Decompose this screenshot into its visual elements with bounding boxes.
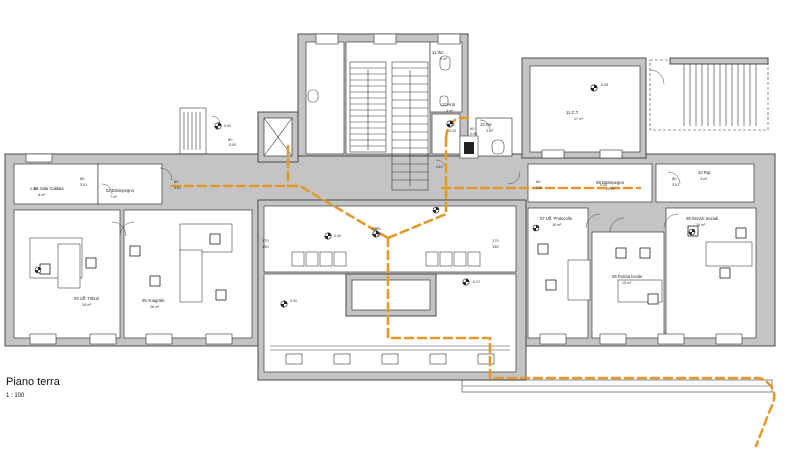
svg-text:-0.08: -0.08 [600, 83, 608, 87]
svg-text:210: 210 [536, 185, 543, 190]
windows [25, 33, 743, 365]
svg-text:80: 80 [536, 179, 541, 184]
svg-text:0.00: 0.00 [290, 299, 297, 303]
plan-title: Piano terra [6, 376, 61, 388]
svg-text:02 Disimpegno: 02 Disimpegno [106, 188, 135, 193]
svg-text:06 Polizia locale: 06 Polizia locale [612, 274, 643, 279]
svg-text:170: 170 [262, 238, 269, 243]
level-marker: -0.03 [446, 120, 456, 133]
svg-text:4 m²: 4 m² [446, 109, 454, 113]
svg-text:05 Anagrafe: 05 Anagrafe [142, 298, 165, 303]
svg-text:07 Uff. Protocollo: 07 Uff. Protocollo [540, 216, 573, 221]
svg-text:150: 150 [492, 244, 499, 249]
level-marker: -0.50 [228, 143, 380, 238]
svg-text:15 m²: 15 m² [696, 223, 706, 227]
svg-text:80: 80 [228, 137, 233, 142]
svg-text:210: 210 [672, 182, 679, 187]
svg-text:0.00: 0.00 [30, 187, 37, 191]
svg-text:8 m²: 8 m² [38, 193, 46, 197]
svg-text:17 m²: 17 m² [574, 117, 584, 121]
svg-text:3 m²: 3 m² [440, 57, 448, 61]
svg-text:4 m²: 4 m² [700, 177, 708, 181]
svg-text:80: 80 [174, 179, 179, 184]
svg-text:15 m²: 15 m² [622, 281, 632, 285]
svg-text:120: 120 [448, 122, 455, 127]
room-label-uff-protocollo: 07 Uff. Protocollo 18 m² [540, 216, 573, 227]
svg-text:Atrio: Atrio [372, 226, 381, 231]
svg-text:3 m²: 3 m² [486, 129, 494, 133]
room-label-servizi-sociali: 09 Servizi Sociali 15 m² [686, 216, 718, 227]
svg-text:170: 170 [492, 238, 499, 243]
svg-text:26 m²: 26 m² [150, 305, 160, 309]
svg-text:210: 210 [174, 185, 181, 190]
svg-text:-0.03: -0.03 [448, 129, 456, 133]
level-markers: 0.00 -0.08 0.00 0.00 -0.07 -0.50 -0.03 0… [30, 83, 696, 308]
level-marker [688, 228, 696, 236]
route-main-axis [386, 236, 776, 448]
svg-text:210: 210 [80, 182, 87, 187]
svg-text:12 Anti: 12 Anti [442, 102, 455, 107]
level-marker: -0.07 [462, 278, 480, 286]
sanitary-fixtures [307, 55, 505, 159]
room-label-anti-top: 12 Anti 4 m² [442, 102, 455, 113]
room-labels: 01 Sala Caldaia 8 m² 02 Disimpegno 7 m² … [34, 50, 718, 309]
level-marker: -0.08 [590, 83, 608, 92]
svg-text:80: 80 [672, 176, 677, 181]
level-marker [432, 206, 440, 214]
room-label-disimpegno-w: 02 Disimpegno 7 m² [106, 188, 135, 199]
svg-text:90 m²: 90 m² [372, 233, 382, 237]
level-marker [34, 266, 42, 274]
room-label-polizia-locale: 06 Polizia locale 15 m² [612, 274, 643, 285]
svg-text:150: 150 [262, 244, 269, 249]
plan-scale: 1 : 100 [6, 393, 25, 399]
svg-text:09 Servizi Sociali: 09 Servizi Sociali [686, 216, 718, 221]
svg-text:18 m²: 18 m² [552, 223, 562, 227]
svg-text:11 Wc: 11 Wc [432, 50, 444, 55]
route-left-corridor [170, 184, 390, 240]
svg-text:11 C.T.: 11 C.T. [566, 110, 579, 115]
svg-text:0.00: 0.00 [470, 132, 477, 136]
svg-text:04 Uff. Tributi: 04 Uff. Tributi [74, 296, 99, 301]
svg-text:0.00: 0.00 [334, 234, 341, 238]
room-label-sala-caldaia: 01 Sala Caldaia 8 m² [34, 186, 64, 197]
route-stair [386, 136, 448, 240]
svg-text:7 m²: 7 m² [110, 195, 118, 199]
main-staircase [349, 61, 429, 191]
svg-text:-0.07: -0.07 [472, 280, 480, 284]
level-marker: 0.00 [214, 122, 231, 130]
svg-text:18 m²: 18 m² [82, 303, 92, 307]
svg-text:0.00: 0.00 [224, 124, 231, 128]
level-marker [532, 224, 540, 232]
room-label-wc-mid: 13 Wc 3 m² [480, 122, 494, 133]
room-label-rip: 10 Rip. 4 m² [698, 170, 711, 181]
svg-text:15 m²: 15 m² [606, 187, 616, 191]
level-marker: 0.00 [280, 299, 297, 308]
svg-text:80: 80 [80, 176, 85, 181]
svg-text:0.00: 0.00 [600, 183, 607, 187]
atrio-furniture [270, 251, 510, 351]
svg-text:60: 60 [470, 126, 475, 131]
svg-text:10 Rip.: 10 Rip. [698, 170, 711, 175]
room-label-anagrafe: 05 Anagrafe 26 m² [142, 298, 165, 309]
svg-text:210: 210 [436, 164, 443, 169]
room-label-c-t: 11 C.T. 17 m² [566, 110, 584, 121]
level-marker: 0.00 [324, 232, 341, 240]
room-label-wc-top: 11 Wc 3 m² [432, 50, 448, 61]
svg-text:-0.50: -0.50 [228, 143, 236, 147]
room-label-disimpegno-e: 08 Disimpegno 15 m² [596, 180, 625, 191]
svg-text:13 Wc: 13 Wc [480, 122, 492, 127]
room-label-uff-tributi: 04 Uff. Tributi 18 m² [74, 296, 99, 307]
svg-text:08 Disimpegno: 08 Disimpegno [596, 180, 625, 185]
room-label-atrio: Atrio 90 m² [372, 226, 382, 237]
dimension-labels: 80 210 170 150 170 150 80 210 80 210 120… [80, 122, 679, 249]
svg-text:01 Sala Caldaia: 01 Sala Caldaia [34, 186, 64, 191]
door-swings [101, 69, 681, 237]
